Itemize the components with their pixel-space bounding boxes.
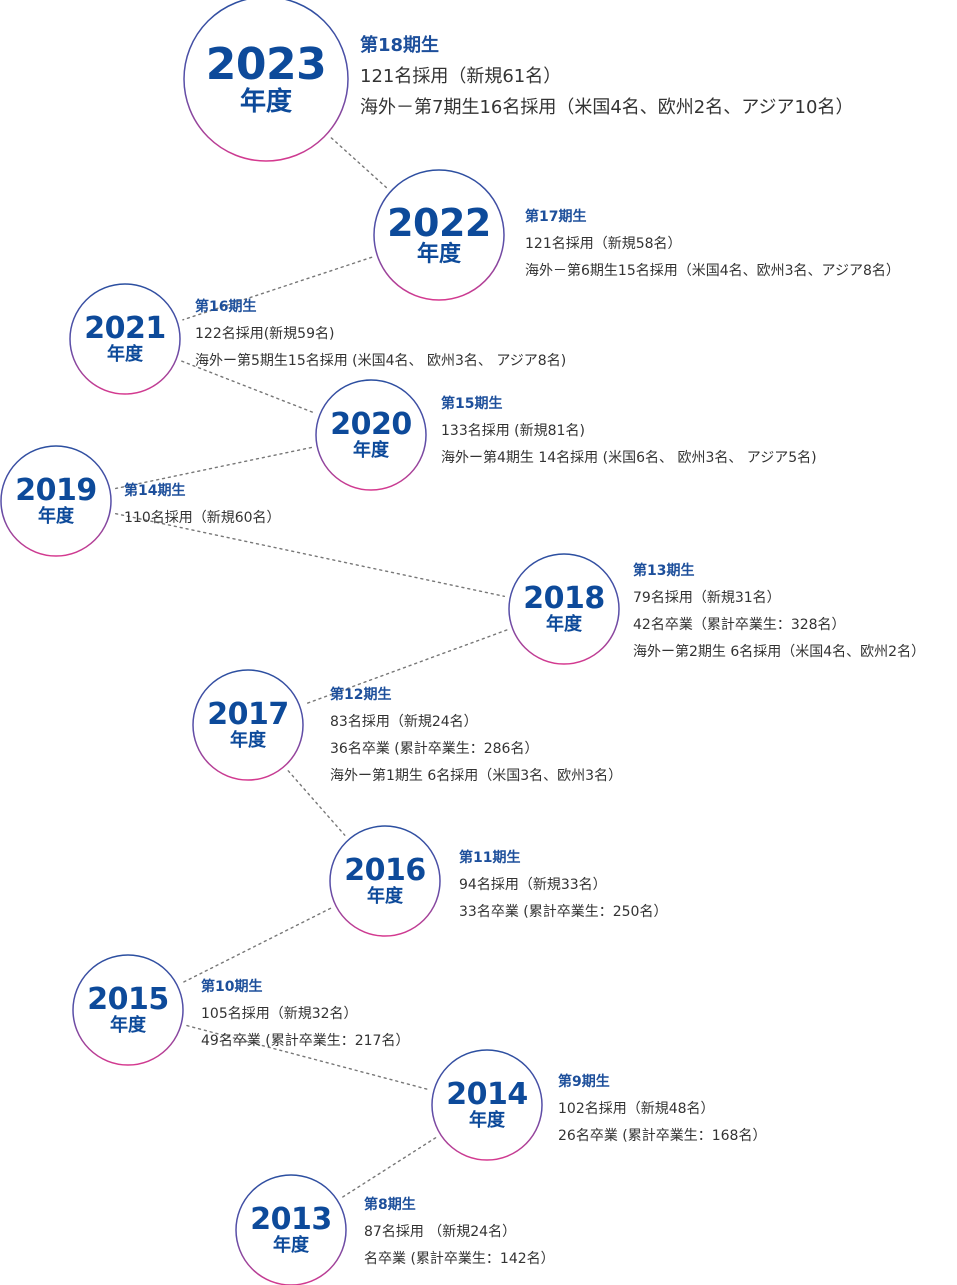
year-label: 2017: [207, 697, 289, 732]
fiscal-year-suffix: 年度: [353, 440, 389, 461]
year-ring-2020: [315, 379, 427, 491]
cohort-label: 第8期生: [364, 1197, 416, 1213]
year-ring-2014: [431, 1049, 543, 1161]
cohort-label: 第18期生: [360, 35, 440, 56]
milestone-info-2023: 第18期生 121名採用（新規61名） 海外－第7期生16名採用（米国4名、欧州2名…: [360, 30, 853, 123]
fiscal-year-suffix: 年度: [38, 506, 74, 527]
milestone-info-2016: 第11期生 94名採用（新規33名） 33名卒業 (累計卒業生：250名）: [459, 845, 667, 926]
year-label: 2021: [84, 311, 166, 346]
connector-2021-2020: [181, 360, 315, 414]
milestone-info-2020: 第15期生 133名採用 (新規81名) 海外ー第4期生 14名採用 (米国6名、 …: [441, 391, 817, 472]
connector-2018-2017: [304, 629, 508, 705]
hiring-detail-line: 42名卒業（累計卒業生：328名）: [633, 617, 846, 633]
fiscal-year-suffix: 年度: [230, 730, 266, 751]
connector-2015-2014: [186, 1024, 429, 1091]
year-label: 2015: [87, 982, 169, 1017]
hiring-detail-line: 79名採用（新規31名）: [633, 590, 781, 606]
fiscal-year-suffix: 年度: [367, 886, 403, 907]
milestone-info-2015: 第10期生 105名採用（新規32名） 49名卒業 (累計卒業生：217名）: [201, 974, 409, 1055]
hiring-detail-line: 海外ー第2期生 6名採用（米国4名、欧州2名）: [633, 644, 926, 660]
milestone-info-2019: 第14期生 110名採用（新規60名）: [124, 478, 281, 532]
milestone-info-2013: 第8期生 87名採用 （新規24名） 名卒業 (累計卒業生：142名）: [364, 1192, 555, 1273]
milestone-info-2014: 第9期生 102名採用（新規48名） 26名卒業 (累計卒業生：168名）: [558, 1069, 766, 1150]
year-ring-2023: [183, 0, 349, 162]
hiring-detail-line: 36名卒業 (累計卒業生：286名）: [330, 741, 539, 757]
fiscal-year-suffix: 年度: [469, 1110, 505, 1131]
hiring-detail-line: 105名採用（新規32名）: [201, 1006, 358, 1022]
year-label: 2016: [344, 853, 426, 888]
cohort-label: 第17期生: [525, 209, 587, 225]
hiring-detail-line: 94名採用（新規33名）: [459, 877, 607, 893]
year-label: 2019: [15, 473, 97, 508]
hiring-detail-line: 海外－第7期生16名採用（米国4名、欧州2名、アジア10名）: [360, 97, 854, 118]
hiring-detail-line: 110名採用（新規60名）: [124, 510, 281, 526]
cohort-label: 第14期生: [124, 483, 186, 499]
cohort-label: 第10期生: [201, 979, 263, 995]
hiring-detail-line: 33名卒業 (累計卒業生：250名）: [459, 904, 668, 920]
year-label: 2013: [250, 1202, 332, 1237]
fiscal-year-suffix: 年度: [546, 614, 582, 635]
year-label: 2023: [205, 39, 327, 90]
year-label: 2020: [330, 407, 412, 442]
hiring-detail-line: 102名採用（新規48名）: [558, 1101, 715, 1117]
cohort-label: 第12期生: [330, 687, 392, 703]
milestone-info-2018: 第13期生 79名採用（新規31名） 42名卒業（累計卒業生：328名） 海外ー第2期…: [633, 558, 925, 666]
hiring-detail-line: 海外ー第1期生 6名採用（米国3名、欧州3名）: [330, 768, 623, 784]
fiscal-year-suffix: 年度: [107, 344, 143, 365]
hiring-detail-line: 名卒業 (累計卒業生：142名）: [364, 1251, 555, 1267]
year-ring-2021: [69, 283, 181, 395]
year-ring-2019: [0, 445, 112, 557]
cohort-label: 第13期生: [633, 563, 695, 579]
connector-2016-2015: [181, 907, 332, 984]
year-ring-2017: [192, 669, 304, 781]
year-ring-2013: [235, 1174, 347, 1285]
connector-2017-2016: [287, 770, 346, 836]
hiring-detail-line: 121名採用（新規58名）: [525, 236, 682, 252]
hiring-detail-line: 海外ー第4期生 14名採用 (米国6名、 欧州3名、 アジア5名): [441, 450, 817, 466]
fiscal-year-suffix: 年度: [239, 87, 292, 117]
milestone-info-2022: 第17期生 121名採用（新規58名） 海外－第6期生15名採用（米国4名、欧州3名…: [525, 204, 900, 285]
year-label: 2018: [523, 581, 605, 616]
connector-2019-2018: [114, 512, 506, 598]
hiring-detail-line: 海外ー第5期生15名採用 (米国4名、 欧州3名、 アジア8名): [195, 353, 567, 369]
hiring-detail-line: 133名採用 (新規81名): [441, 423, 585, 439]
year-ring-2015: [72, 954, 184, 1066]
hiring-detail-line: 122名採用(新規59名): [195, 326, 335, 342]
cohort-label: 第16期生: [195, 299, 257, 315]
hiring-detail-line: 海外－第6期生15名採用（米国4名、欧州3名、アジア8名）: [525, 263, 900, 279]
milestone-info-2017: 第12期生 83名採用（新規24名） 36名卒業 (累計卒業生：286名） 海外ー第1…: [330, 682, 622, 790]
year-ring-2016: [329, 825, 441, 937]
connector-2023-2022: [330, 137, 387, 189]
hiring-detail-line: 87名採用 （新規24名）: [364, 1224, 517, 1240]
cohort-label: 第15期生: [441, 396, 503, 412]
year-ring-2022: [373, 169, 505, 301]
year-label: 2022: [387, 201, 491, 245]
fiscal-year-suffix: 年度: [416, 242, 461, 267]
hiring-detail-line: 26名卒業 (累計卒業生：168名）: [558, 1128, 767, 1144]
milestone-info-2021: 第16期生 122名採用(新規59名) 海外ー第5期生15名採用 (米国4名、 欧州…: [195, 294, 566, 375]
hiring-detail-line: 121名採用（新規61名）: [360, 66, 562, 87]
year-label: 2014: [446, 1077, 528, 1112]
connector-2014-2013: [341, 1137, 437, 1198]
cohort-label: 第11期生: [459, 850, 521, 866]
hiring-detail-line: 49名卒業 (累計卒業生：217名）: [201, 1033, 410, 1049]
cohort-label: 第9期生: [558, 1074, 610, 1090]
fiscal-year-suffix: 年度: [110, 1015, 146, 1036]
hiring-detail-line: 83名採用（新規24名）: [330, 714, 478, 730]
fiscal-year-suffix: 年度: [273, 1235, 309, 1256]
year-ring-2018: [508, 553, 620, 665]
